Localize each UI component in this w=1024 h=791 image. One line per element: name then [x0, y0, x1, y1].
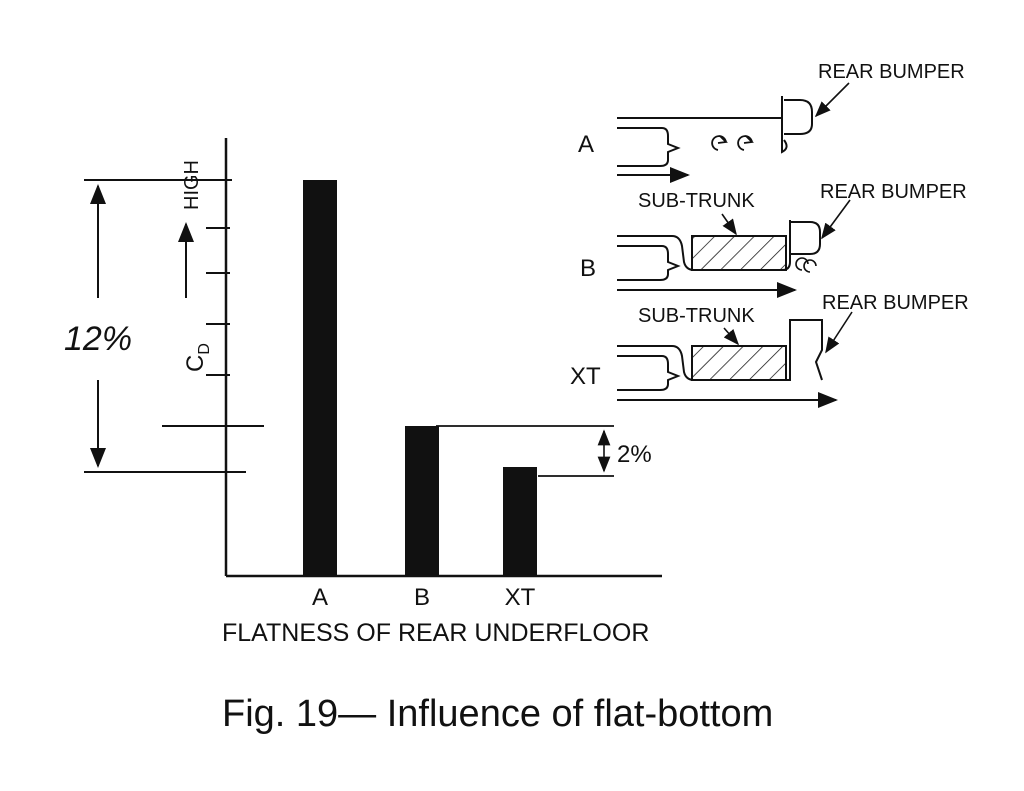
x-axis-title: FLATNESS OF REAR UNDERFLOOR — [222, 619, 649, 647]
y-axis-direction: HIGH — [181, 160, 203, 210]
y-axis-label: CD HIGH — [178, 160, 213, 372]
diagram-xt-subtrunk-label: SUB-TRUNK — [638, 305, 755, 327]
diagram-a-label: A — [578, 131, 594, 158]
diagram-xt-bumper-label: REAR BUMPER — [822, 292, 969, 314]
bar-chart: A B XT CD HIGH 12% 2% FLATNESS OF REAR UND… — [64, 138, 662, 647]
diagram-a: A REAR BUMPER — [578, 61, 965, 183]
y-axis-ticks — [206, 227, 230, 376]
bars — [303, 180, 537, 576]
category-label-b: B — [414, 584, 430, 611]
difference-2pct-label: 2% — [617, 441, 652, 468]
diagram-a-bumper-label: REAR BUMPER — [818, 61, 965, 83]
bar-xt — [503, 467, 537, 576]
diagram-xt-label: XT — [570, 363, 601, 390]
difference-12pct-label: 12% — [64, 320, 132, 358]
category-labels: A B XT — [312, 584, 536, 611]
category-label-a: A — [312, 584, 328, 611]
diagram-b-subtrunk-label: SUB-TRUNK — [638, 190, 755, 212]
diagram-b-bumper-label: REAR BUMPER — [820, 181, 967, 203]
bar-a — [303, 180, 337, 576]
diagram-b-label: B — [580, 255, 596, 282]
diagram-xt: XT SUB-TRUNK REAR BUMPER — [570, 292, 969, 408]
bar-b — [405, 426, 439, 576]
difference-2pct: 2% — [436, 425, 652, 477]
category-label-xt: XT — [505, 584, 536, 611]
diagram-b: B SUB-TRUNK REAR BUMPER — [580, 181, 967, 298]
underfloor-diagrams: A REAR BUMPER B SUB-TRUNK REAR BUMPER — [570, 61, 969, 408]
y-axis-symbol: CD — [182, 343, 213, 372]
difference-12pct: 12% — [64, 179, 264, 473]
figure-caption: Fig. 19— Influence of flat-bottom — [222, 693, 773, 735]
